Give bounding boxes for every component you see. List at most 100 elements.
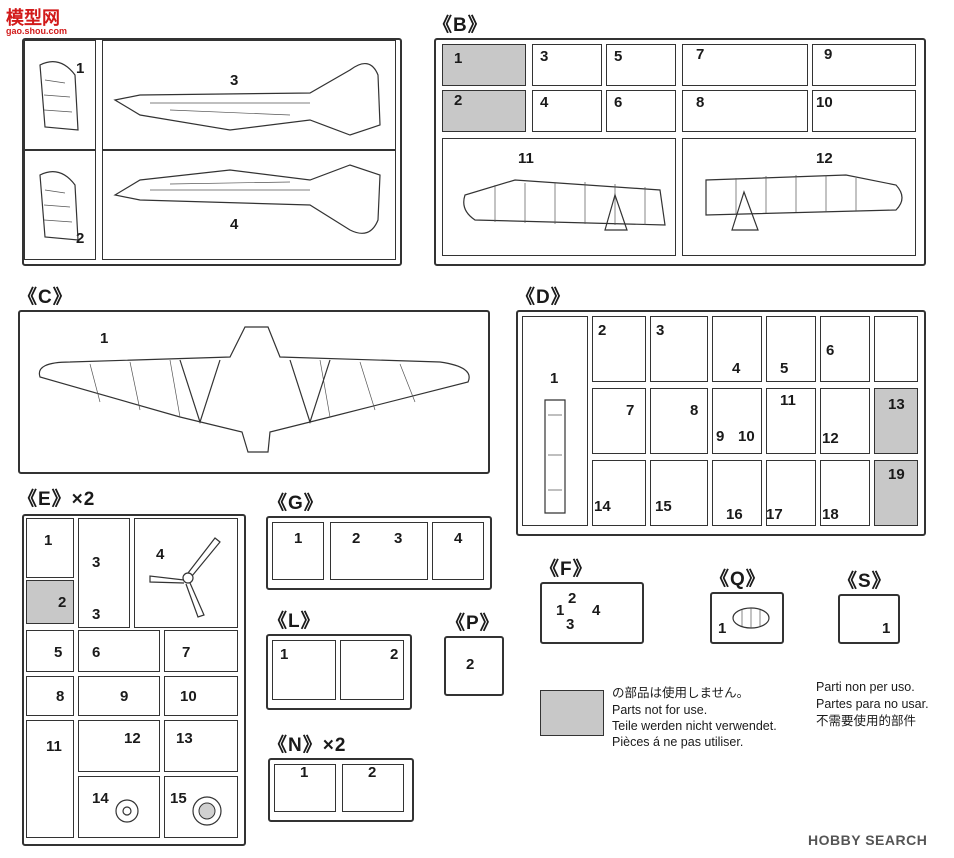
part-number: 11 — [46, 738, 62, 755]
sprue-e-cell-9 — [78, 676, 160, 716]
sprue-q-title: 《Q》 — [710, 569, 766, 590]
watermark-hobby-search: HOBBY SEARCH — [808, 832, 928, 848]
legend-german: Teile werden nicht verwendet. — [612, 719, 777, 733]
part-number: 2 — [368, 764, 377, 781]
part-number: 3 — [656, 322, 665, 339]
sprue-d-cell-15 — [650, 460, 708, 526]
part-number: 6 — [614, 94, 623, 111]
sprue-d-cell-11 — [766, 388, 816, 454]
part-number: 3 — [92, 606, 101, 623]
sprue-g-cell-2-3 — [330, 522, 428, 580]
sprue-p-frame — [444, 636, 504, 696]
sprue-e-cell-10 — [164, 676, 238, 716]
sprue-d-cell-3 — [650, 316, 708, 382]
part-number: 19 — [888, 466, 905, 483]
sprue-s-title: 《S》 — [838, 571, 892, 592]
part-number: 5 — [780, 360, 789, 377]
part-number: 1 — [294, 530, 303, 547]
part-number: 1 — [76, 60, 85, 77]
part-number: 7 — [182, 644, 191, 661]
part-number: 2 — [568, 590, 577, 607]
sprue-d-cell-18 — [820, 460, 870, 526]
sprue-n-cell-2 — [342, 764, 404, 812]
sprue-d-cell-8 — [650, 388, 708, 454]
part-number: 2 — [58, 594, 67, 611]
part-number: 4 — [454, 530, 463, 547]
sprue-p-title: 《P》 — [446, 613, 500, 634]
sprue-b-title: 《B》 — [433, 15, 488, 36]
sprue-d-cell-9-10 — [712, 388, 762, 454]
sprue-g-cell-1 — [272, 522, 324, 580]
sprue-e-cell-7 — [164, 630, 238, 672]
part-number: 15 — [655, 498, 672, 515]
sprue-q-frame — [710, 592, 784, 644]
fuselage-half-drawing — [113, 63, 381, 136]
part-number: 7 — [626, 402, 635, 419]
sprue-e-cell-1 — [26, 518, 74, 578]
part-number: 5 — [54, 644, 63, 661]
sprue-n-title: 《N》×2 — [268, 735, 347, 756]
sprue-d-cell-4 — [712, 316, 762, 382]
part-number: 2 — [76, 230, 85, 247]
part-number: 8 — [696, 94, 705, 111]
part-number: 4 — [732, 360, 741, 377]
part-number: 2 — [390, 646, 399, 663]
sprue-e-cell-6 — [78, 630, 160, 672]
part-number: 10 — [180, 688, 197, 705]
sprue-d-cell-12 — [820, 388, 870, 454]
sprue-b-cell-9 — [812, 44, 916, 86]
part-number: 9 — [716, 428, 725, 445]
canopy-drawing — [732, 607, 770, 629]
part-number: 11 — [780, 392, 796, 409]
sprue-a-cell-2 — [24, 150, 96, 260]
sprue-g-cell-4 — [432, 522, 484, 580]
part-number: 1 — [882, 620, 891, 637]
wing-panel-drawing — [705, 174, 903, 231]
legend-french: Pièces á ne pas utiliser. — [612, 735, 744, 749]
part-number: 3 — [540, 48, 549, 65]
part-number: 6 — [92, 644, 101, 661]
part-number: 3 — [566, 616, 575, 633]
sprue-e-cell-13 — [164, 720, 238, 772]
sprue-b-cell-4 — [532, 90, 602, 132]
rudder-part-drawing — [39, 61, 79, 131]
part-number: 1 — [100, 330, 109, 347]
legend-chinese: 不需要使用的部件 — [816, 714, 917, 728]
watermark-logo: 模型网 — [6, 8, 60, 28]
part-number: 9 — [824, 46, 833, 63]
sprue-e-title: 《E》×2 — [18, 489, 96, 510]
sprue-e-cell-11 — [26, 720, 74, 838]
sprue-b-cell-1 — [442, 44, 526, 86]
part-number: 14 — [92, 790, 109, 807]
sprue-b-cell-3 — [532, 44, 602, 86]
legend-english: Parts not for use. — [612, 703, 708, 717]
part-number: 8 — [690, 402, 699, 419]
part-number: 7 — [696, 46, 705, 63]
part-number: 3 — [92, 554, 101, 571]
sprue-b-cell-5 — [606, 44, 676, 86]
part-number: 2 — [466, 656, 475, 673]
fuselage-half-drawing — [113, 164, 381, 234]
sprue-d-cell-2 — [592, 316, 646, 382]
part-number: 13 — [888, 396, 905, 413]
sprue-d-cell-16 — [712, 460, 762, 526]
part-number: 17 — [766, 506, 783, 523]
sprue-d-cell-7 — [592, 388, 646, 454]
sprue-d-cell-1 — [522, 316, 588, 526]
part-number: 2 — [598, 322, 607, 339]
sprue-b-cell-6 — [606, 90, 676, 132]
part-number: 13 — [176, 730, 193, 747]
sprue-l-cell-1 — [272, 640, 336, 700]
sprue-g-title: 《G》 — [268, 493, 324, 514]
sprue-e-cell-3 — [78, 518, 130, 628]
sprue-d-title: 《D》 — [516, 287, 571, 308]
legend-japanese: の部品は使用しません。 — [612, 686, 750, 700]
part-number: 4 — [230, 216, 239, 233]
part-number: 1 — [300, 764, 309, 781]
sprue-d-cell-5 — [766, 316, 816, 382]
part-number: 4 — [540, 94, 549, 111]
part-number: 8 — [56, 688, 65, 705]
sprue-e-cell-2 — [26, 580, 74, 624]
engine-drawing — [192, 796, 222, 826]
sprue-c-title: 《C》 — [18, 287, 73, 308]
